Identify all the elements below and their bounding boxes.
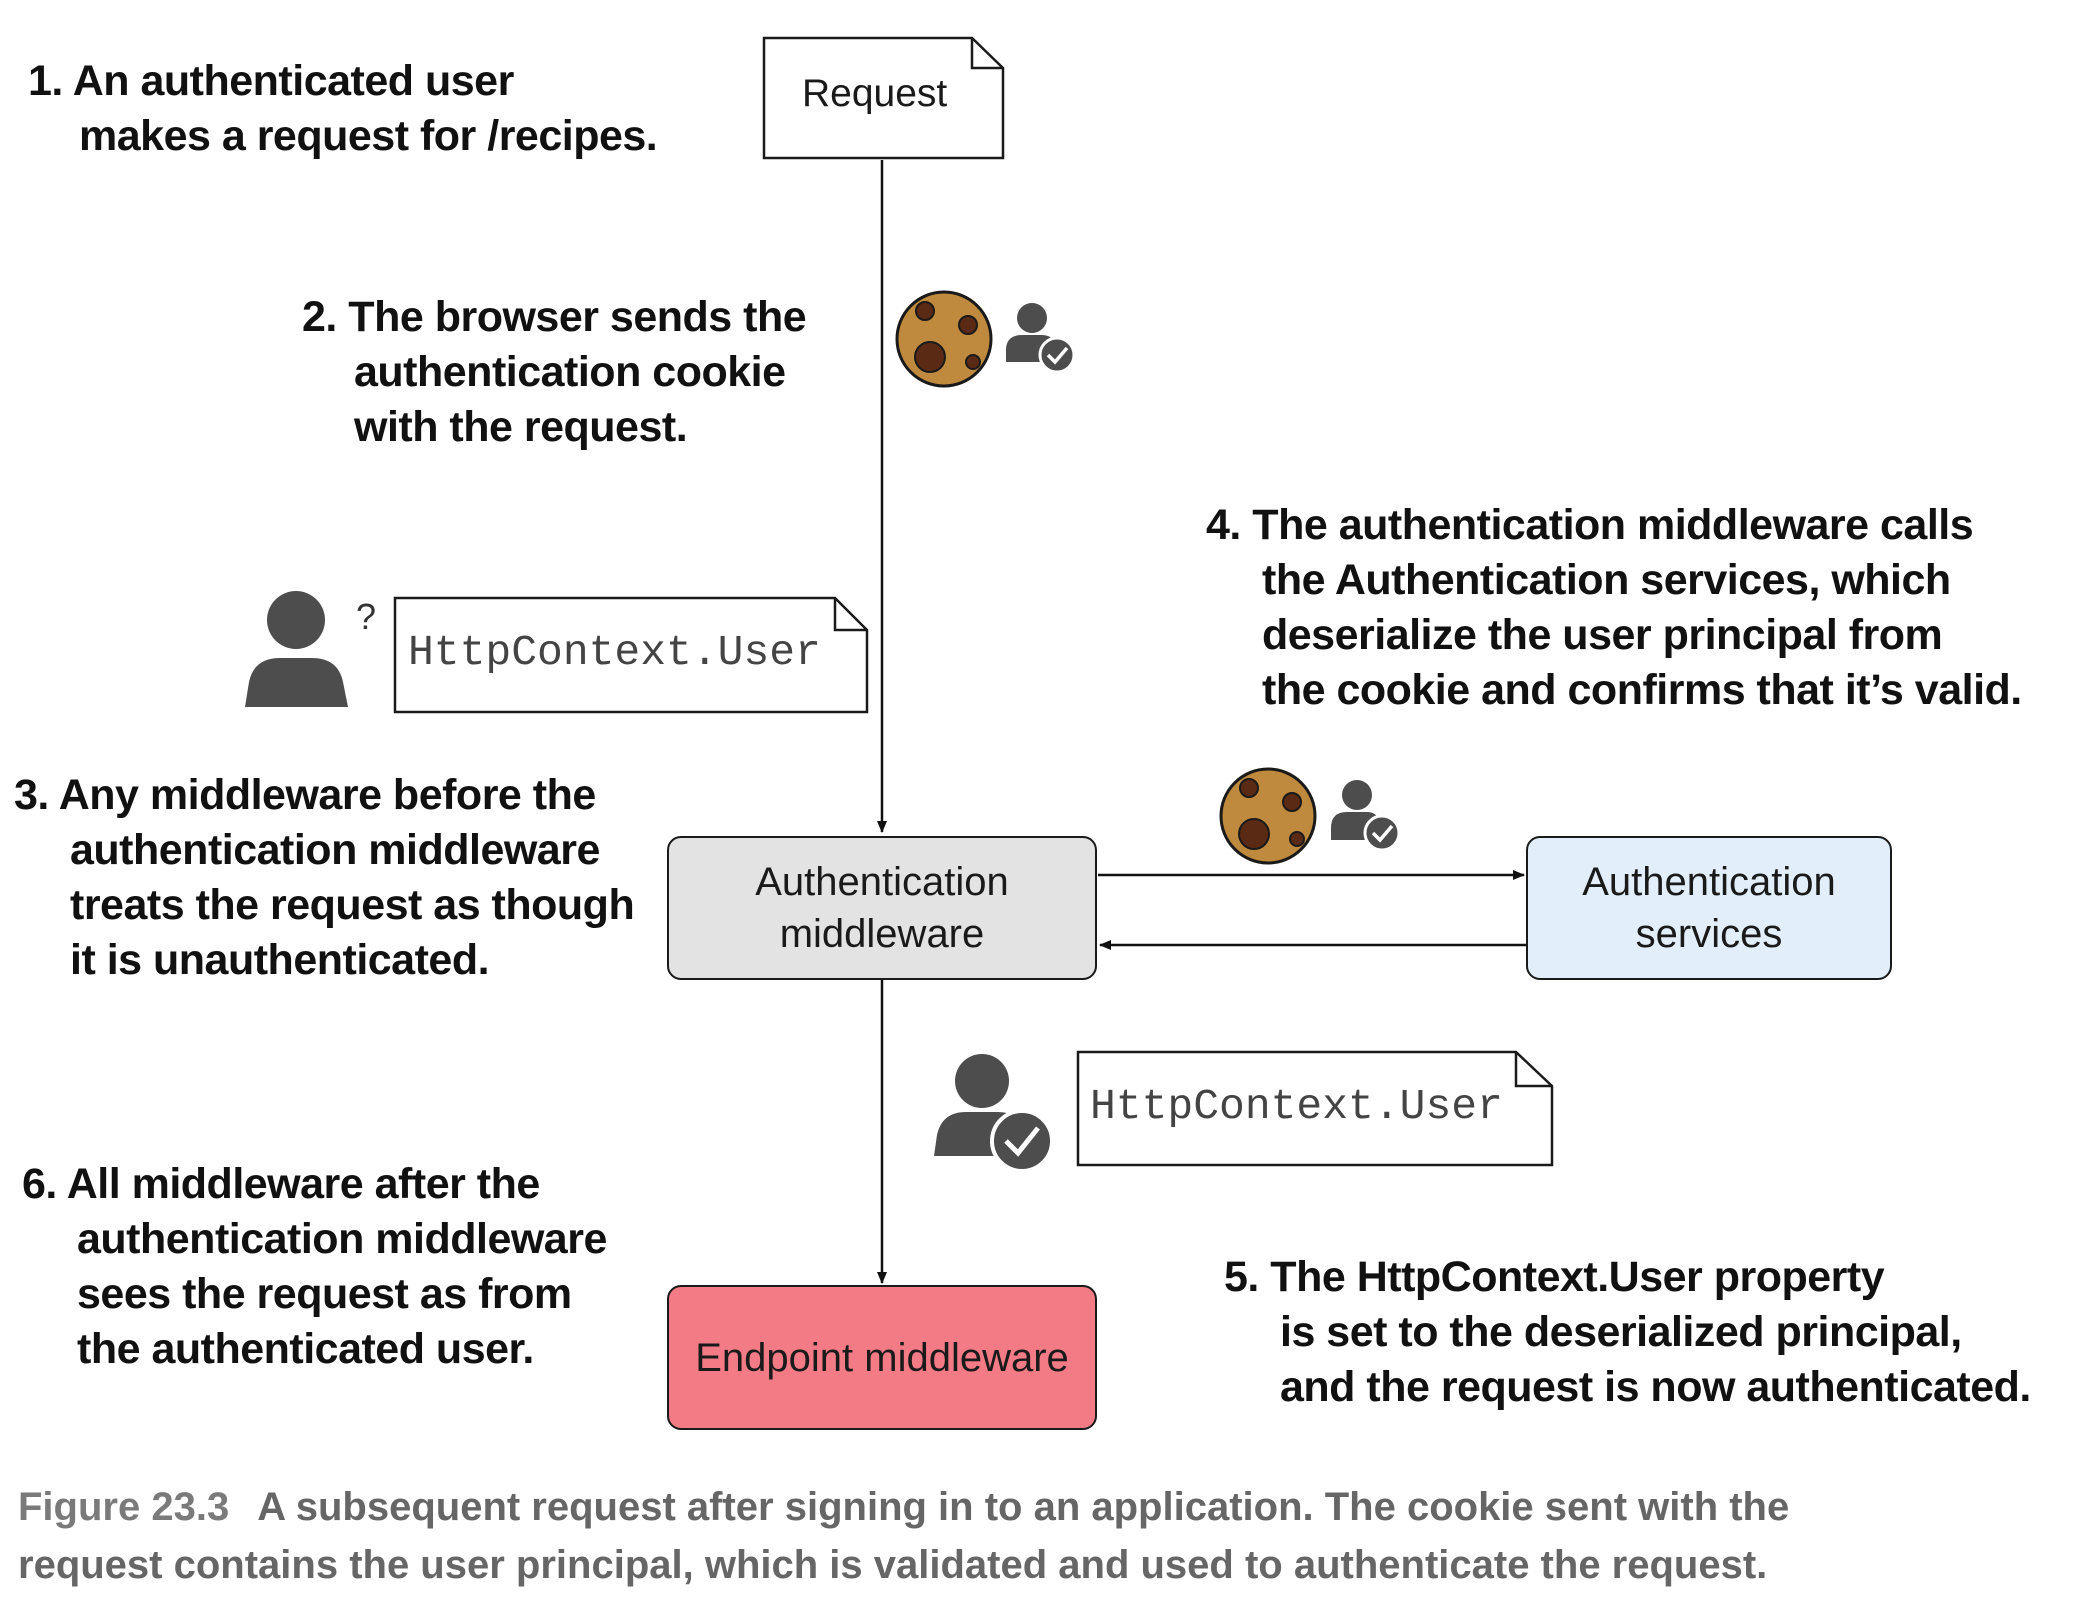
request-label: Request bbox=[802, 72, 948, 115]
step-5-line: and the request is now authenticated. bbox=[1280, 1363, 2031, 1411]
step-1-line: 1. An authenticated user bbox=[28, 57, 514, 105]
step-6-line: sees the request as from bbox=[77, 1270, 572, 1318]
endpoint-middleware-box: Endpoint middleware bbox=[667, 1285, 1097, 1430]
user-check-icon bbox=[1331, 780, 1401, 852]
step-6-line: 6. All middleware after the bbox=[22, 1160, 540, 1208]
request-document-shape bbox=[762, 36, 1005, 160]
httpcontext-user-auth-label: HttpContext.User bbox=[1090, 1082, 1503, 1131]
step-2-line: with the request. bbox=[354, 403, 688, 451]
step-3-line: it is unauthenticated. bbox=[70, 936, 490, 984]
step-6-line: authentication middleware bbox=[77, 1215, 607, 1263]
step-2-text: 2. The browser sends the authentication … bbox=[302, 290, 807, 455]
figure-caption: Figure 23.3 A subsequent request after si… bbox=[18, 1478, 1789, 1594]
step-3-line: authentication middleware bbox=[70, 826, 600, 874]
step-4-text: 4. The authentication middleware calls t… bbox=[1206, 498, 2022, 718]
step-4-line: the Authentication services, which bbox=[1262, 556, 1951, 604]
httpcontext-unauth-document bbox=[393, 596, 869, 714]
step-5-line: is set to the deserialized principal, bbox=[1280, 1308, 1962, 1356]
authentication-services-line1: Authentication bbox=[1582, 860, 1836, 904]
httpcontext-auth-document bbox=[1076, 1050, 1554, 1167]
caption-label: Figure 23.3 bbox=[18, 1485, 230, 1529]
user-check-icon bbox=[934, 1054, 1054, 1173]
authentication-services-line2: services bbox=[1635, 912, 1783, 956]
caption-line-1: Figure 23.3 A subsequent request after si… bbox=[18, 1478, 1789, 1536]
request-document-fold bbox=[970, 38, 1003, 70]
step-5-text: 5. The HttpContext.User property is set … bbox=[1224, 1250, 2031, 1415]
authentication-middleware-line1: Authentication bbox=[755, 860, 1009, 904]
httpcontext-user-unauth-label: HttpContext.User bbox=[408, 628, 821, 677]
step-6-text: 6. All middleware after the authenticati… bbox=[22, 1157, 607, 1377]
step-6-line: the authenticated user. bbox=[77, 1325, 534, 1373]
user-check-icon bbox=[1006, 303, 1076, 374]
authentication-services-box: Authentication services bbox=[1526, 836, 1892, 980]
caption-text-1: A subsequent request after signing in to… bbox=[257, 1485, 1790, 1529]
caption-text-2: request contains the user principal, whi… bbox=[18, 1543, 1768, 1587]
step-1-line: makes a request for /recipes. bbox=[79, 112, 658, 160]
step-3-text: 3. Any middleware before the authenticat… bbox=[14, 768, 635, 988]
step-2-line: authentication cookie bbox=[354, 348, 786, 396]
endpoint-middleware-label: Endpoint middleware bbox=[695, 1335, 1069, 1380]
httpcontext-unauth-fold bbox=[833, 598, 867, 632]
step-1-text: 1. An authenticated user makes a request… bbox=[28, 54, 658, 164]
cookie-icon bbox=[895, 290, 993, 388]
step-3-line: treats the request as though bbox=[70, 881, 635, 929]
authentication-middleware-box: Authentication middleware bbox=[667, 836, 1097, 980]
step-4-line: 4. The authentication middleware calls bbox=[1206, 501, 1974, 549]
step-4-line: the cookie and confirms that it’s valid. bbox=[1262, 666, 2022, 714]
question-mark: ? bbox=[356, 596, 377, 637]
step-2-line: 2. The browser sends the bbox=[302, 293, 807, 341]
user-question-icon bbox=[245, 591, 348, 707]
authentication-middleware-line2: middleware bbox=[779, 912, 985, 956]
cookie-icon bbox=[1219, 767, 1317, 865]
step-3-line: 3. Any middleware before the bbox=[14, 771, 596, 819]
httpcontext-auth-fold bbox=[1514, 1052, 1552, 1088]
step-5-line: 5. The HttpContext.User property bbox=[1224, 1253, 1885, 1301]
step-4-line: deserialize the user principal from bbox=[1262, 611, 1943, 659]
